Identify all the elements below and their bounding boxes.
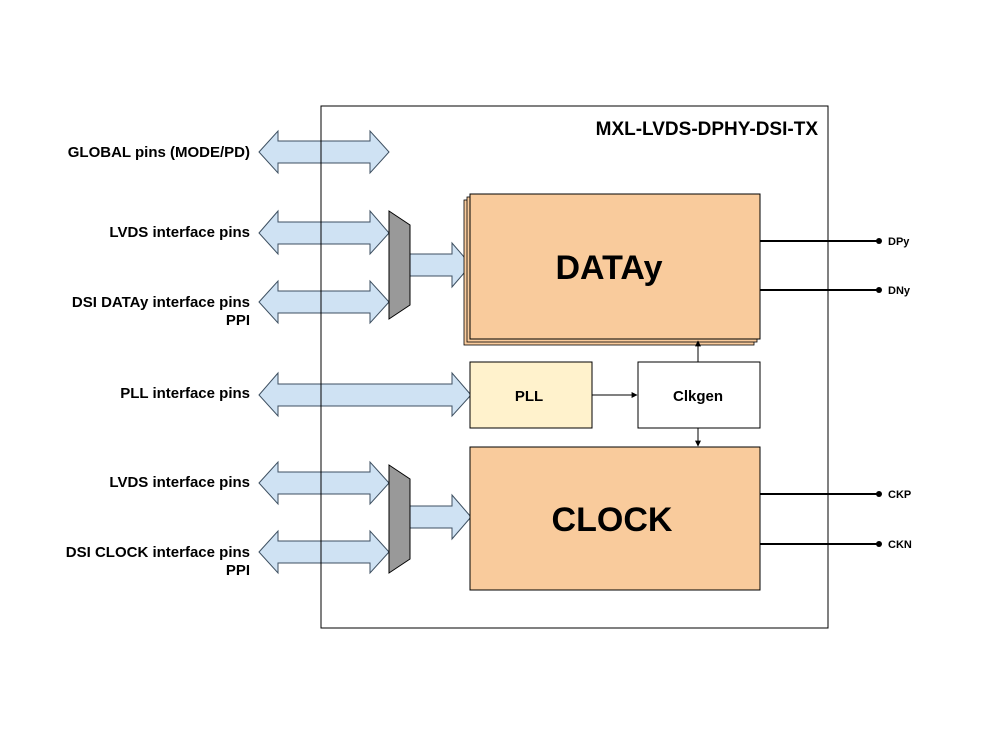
- dsi-data-ppi-label: PPI: [226, 312, 250, 329]
- pll-block: [469, 361, 593, 429]
- clock-block-label: CLOCK: [552, 501, 673, 539]
- clkgen-block: [637, 361, 761, 429]
- dsi-data-pins-label: DSI DATAy interface pins: [72, 294, 250, 311]
- ckp-output-dot: [876, 491, 882, 497]
- ckn-output-dot: [876, 541, 882, 547]
- global-pins-label: GLOBAL pins (MODE/PD): [68, 144, 250, 161]
- data-block: [469, 193, 761, 340]
- data-block-label: DATAy: [555, 249, 662, 287]
- bus-arrow-global: [258, 129, 390, 175]
- clock-block: [469, 446, 761, 591]
- dn-output-label: DNy: [888, 285, 911, 297]
- clkgen-block-label: Clkgen: [673, 388, 723, 405]
- dsi-clock-pins-label: DSI CLOCK interface pins: [66, 544, 250, 561]
- mux-data: [388, 210, 411, 320]
- mux-clock: [388, 464, 411, 574]
- lvds-pins-label-1: LVDS interface pins: [109, 224, 250, 241]
- mux-to-data-arrow: [409, 241, 472, 289]
- mux-to-clock-arrow: [409, 493, 472, 541]
- lvds-pins-label-2: LVDS interface pins: [109, 474, 250, 491]
- dp-output-label: DPy: [888, 236, 910, 248]
- pll-pins-label: PLL interface pins: [120, 385, 250, 402]
- dsi-clock-ppi-label: PPI: [226, 562, 250, 579]
- ip-title: MXL-LVDS-DPHY-DSI-TX: [596, 119, 819, 140]
- pll-block-label: PLL: [515, 388, 543, 405]
- dn-output-dot: [876, 287, 882, 293]
- dp-output-dot: [876, 238, 882, 244]
- ckn-output-label: CKN: [888, 539, 912, 551]
- ckp-output-label: CKP: [888, 489, 911, 501]
